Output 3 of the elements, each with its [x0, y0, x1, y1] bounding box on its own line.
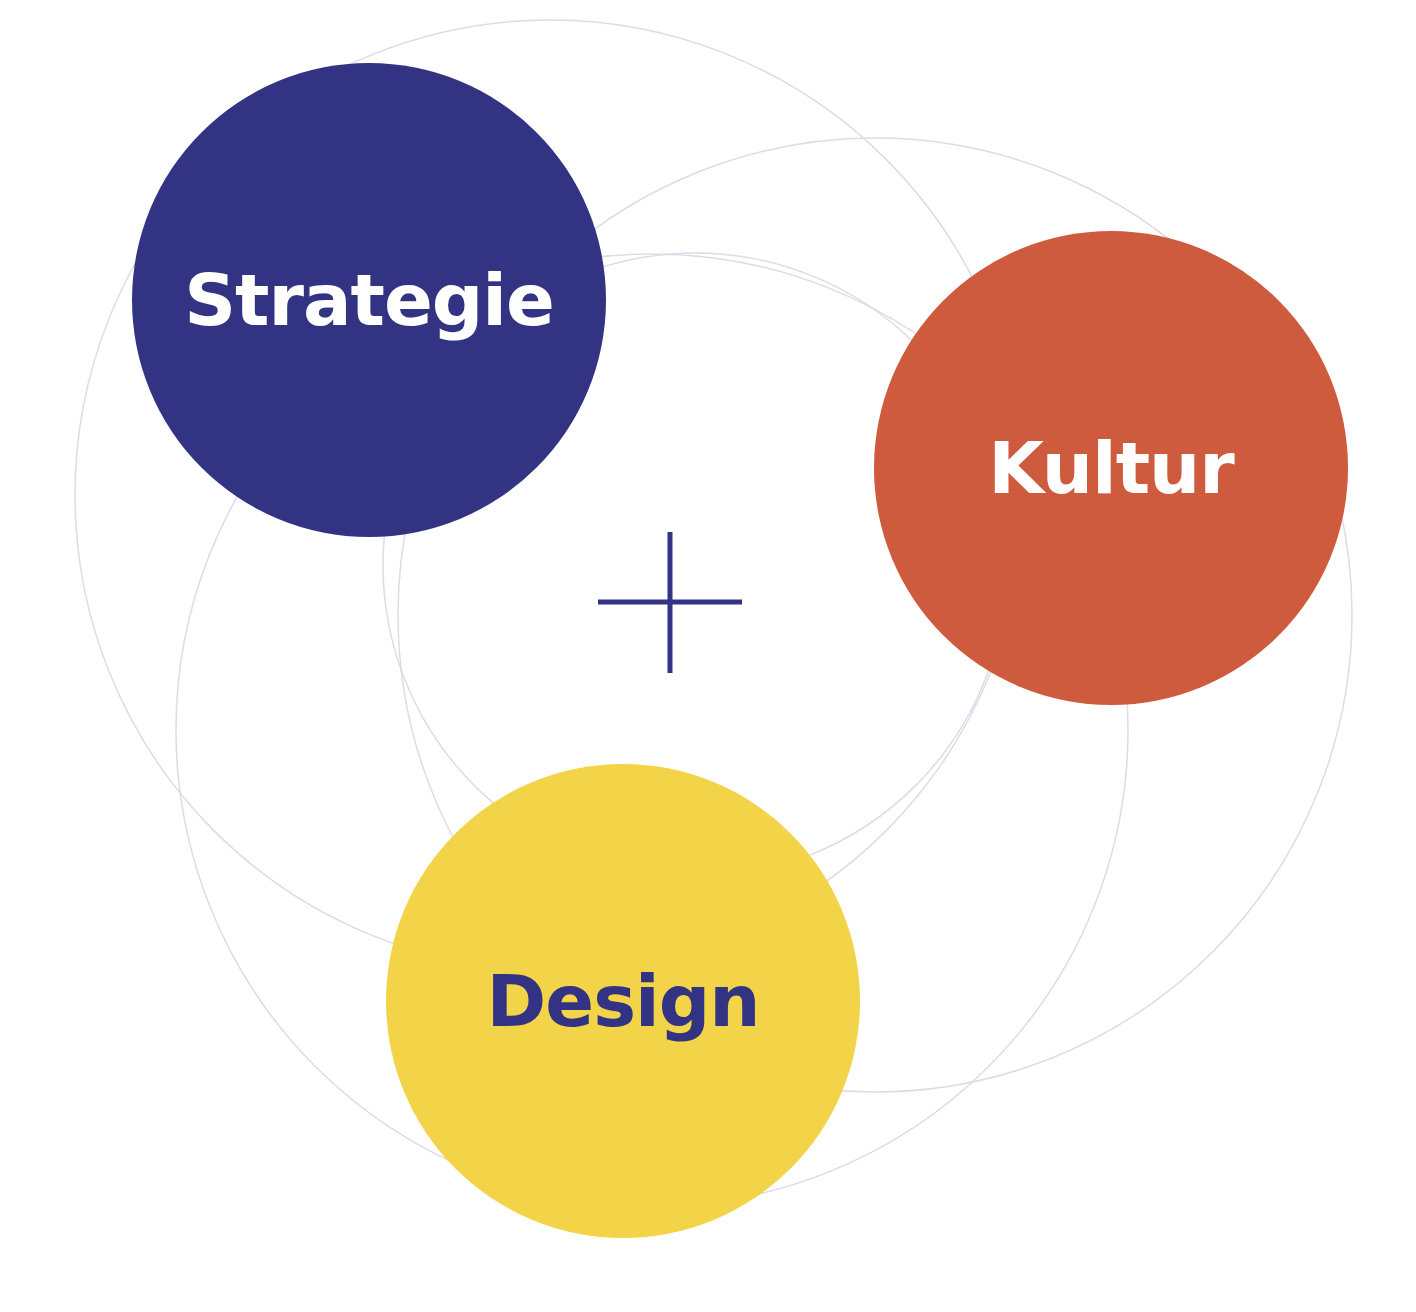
node-label: Strategie: [184, 258, 554, 342]
node-label: Design: [486, 959, 760, 1043]
node-label: Kultur: [988, 426, 1234, 510]
